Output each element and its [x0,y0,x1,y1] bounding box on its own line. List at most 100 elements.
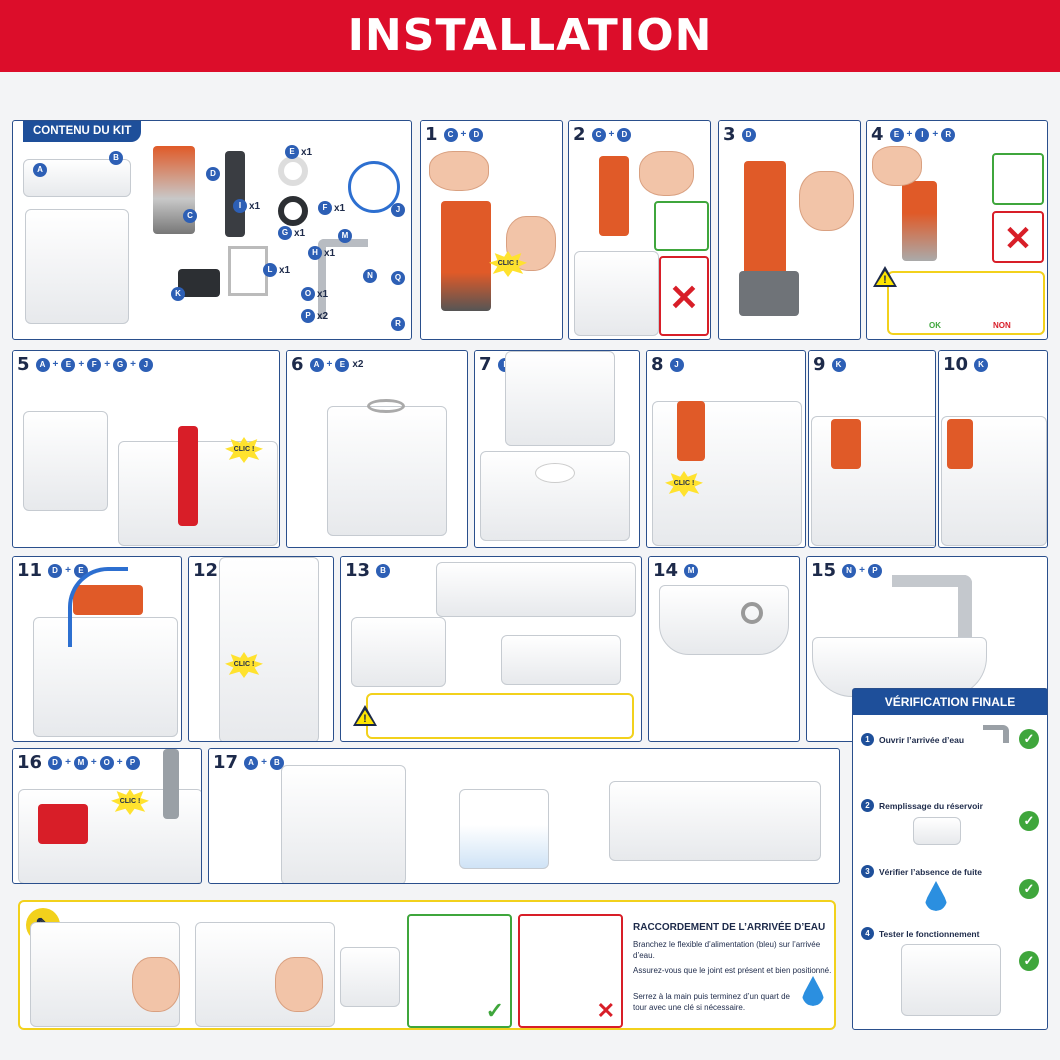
water-connection-title: RACCORDEMENT DE L’ARRIVÉE D’EAU [633,922,826,933]
tank-illustration [23,411,108,511]
fill-valve-illustration [947,419,973,469]
check-icon: ✓ [1019,729,1039,749]
tank-icon [913,817,961,845]
hand-illustration [799,171,854,231]
final-check-title: VÉRIFICATION FINALE [853,689,1047,715]
tank-illustration [118,441,278,546]
step-7-panel: 7Ix2 [474,350,640,548]
tank-illustration [505,351,615,446]
warning-mark: ! [363,713,367,725]
kit-part-label: K [171,287,185,301]
bracket-illustration [228,246,268,296]
kit-part-label: A [33,163,47,177]
flush-valve-illustration [744,161,786,281]
correct-example [654,201,709,251]
water-drop-icon [802,976,824,1006]
flush-valve-illustration [902,181,937,261]
float-illustration [178,269,220,297]
kit-part-label: Q [391,271,405,285]
check-icon: ✓ [1019,951,1039,971]
float-illustration [739,271,799,316]
hand-illustration [639,151,694,196]
tank-illustration [811,416,935,546]
tank-illustration [652,401,802,546]
flush-valve-illustration [599,156,629,236]
water-drop-icon [925,881,947,911]
basin-illustration [659,585,789,655]
gasket-illustration [278,196,308,226]
seal-illustration [535,463,575,483]
check-icon: ✓ [1019,879,1039,899]
kit-part-label: D [206,167,220,181]
tank-illustration [281,765,406,883]
fill-valve-illustration [677,401,705,461]
lid-illustration [436,562,636,617]
lid-illustration [501,635,621,685]
tank-illustration [219,557,319,741]
kit-part-label: J [391,203,405,217]
seal-illustration [367,399,405,413]
non-label: NON [993,321,1011,330]
kit-title: CONTENU DU KIT [23,121,142,142]
hand-illustration [275,957,323,1012]
step-12-panel: 12O CLIC ! [188,556,334,742]
tap-illustration [892,575,972,655]
fill-valve-illustration [38,804,88,844]
water-connection-text: Serrez à la main puis terminez d’un quar… [633,992,790,1012]
tank-diagram [459,789,549,869]
water-connection-panel: ✎ ✓ ✕ RACCORDEMENT DE L’ARRIVÉE D’EAU Br… [18,900,836,1030]
incorrect-example: ✕ [992,211,1044,263]
hose-illustration [348,161,400,213]
hand-illustration [872,146,922,186]
tank-illustration [340,947,400,1007]
ok-label: OK [929,321,941,330]
hand-illustration [429,151,489,191]
tank-icon [901,944,1001,1016]
kit-part-label: B [109,151,123,165]
incorrect-example: ✕ [659,256,709,336]
tap-icon [983,725,1009,743]
warning-mark: ! [883,274,887,286]
hand-illustration [132,957,180,1012]
kit-part-label: N [363,269,377,283]
page-title: INSTALLATION [0,0,1060,72]
water-connection-text: Assurez-vous que le joint est présent et… [633,966,832,975]
tap-illustration [318,239,368,319]
incorrect-example: ✕ [518,914,623,1028]
fill-valve-illustration [178,426,198,526]
correct-example: ✓ [407,914,512,1028]
